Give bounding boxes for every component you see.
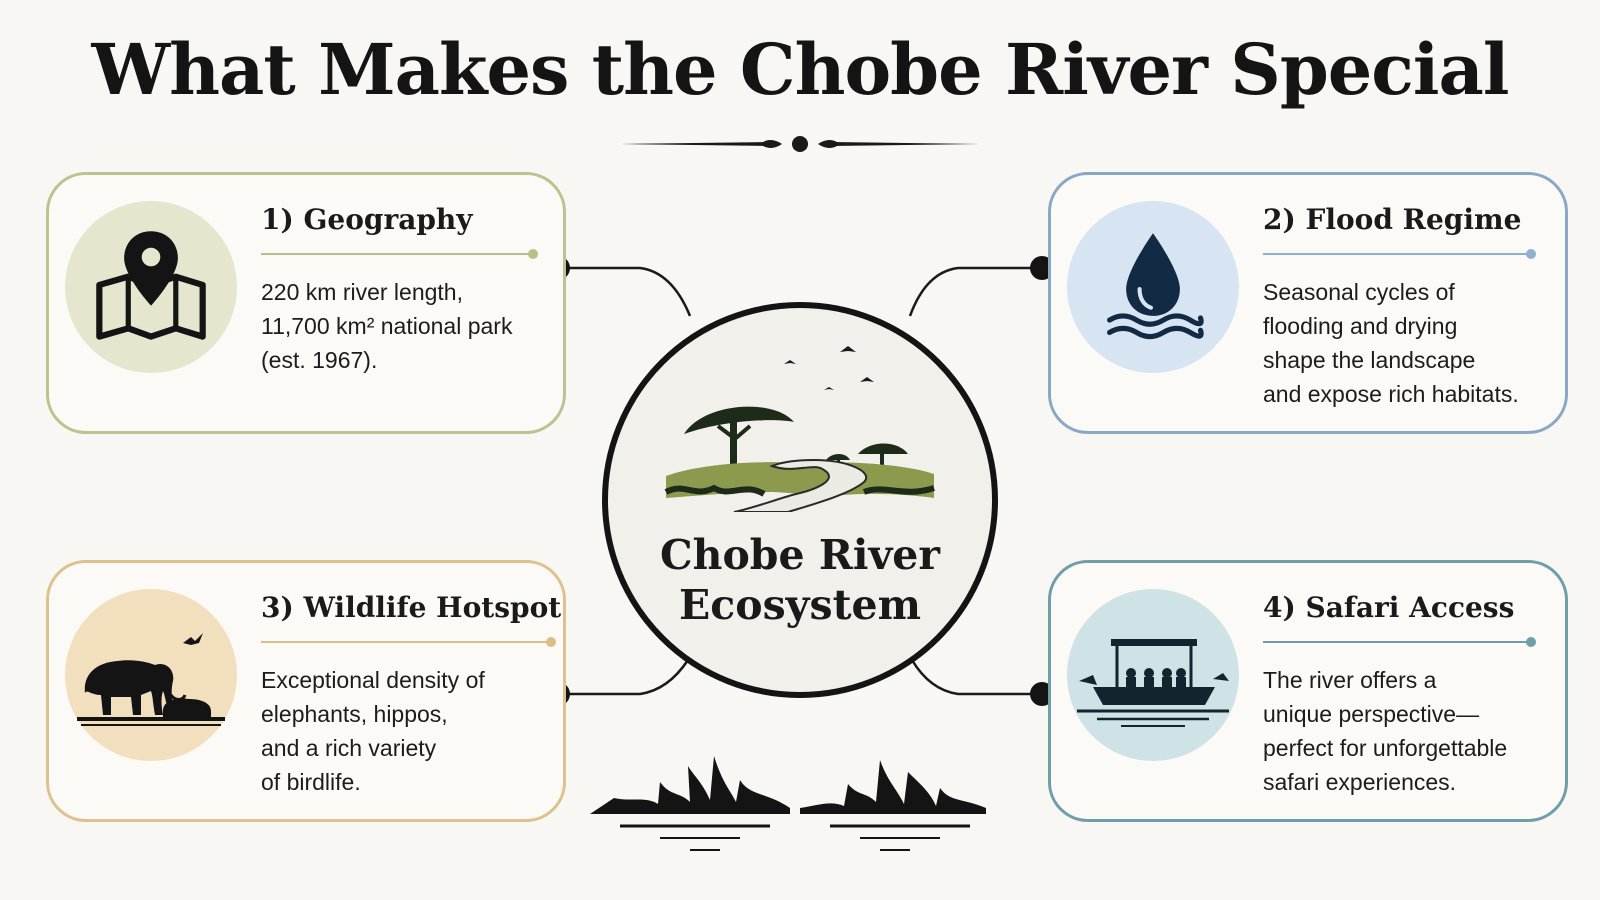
page-title: What Makes the Chobe River Special: [91, 28, 1510, 111]
heading-rule: [1263, 637, 1536, 647]
card-text: The river offers a unique perspective— p…: [1263, 667, 1508, 795]
ecosystem-hub: Chobe River Ecosystem: [602, 302, 998, 698]
savanna-river-illustration: [664, 346, 935, 512]
water-drop-icon: [1107, 233, 1204, 340]
heading-rule: [261, 249, 538, 259]
safari-boat-icon: [1077, 639, 1229, 727]
map-pin-icon: [96, 231, 206, 340]
card-text: Seasonal cycles of flooding and drying s…: [1263, 279, 1519, 407]
card-flood-regime: 2) Flood Regime Seasonal cycles of flood…: [1048, 172, 1568, 434]
geography-badge: [65, 201, 237, 373]
card-heading: 4) Safari Access: [1263, 591, 1515, 624]
card-text: 220 km river length, 11,700 km² national…: [261, 279, 513, 373]
reeds-reflection-illustration: [590, 756, 986, 851]
card-wildlife-hotspot: 3) Wildlife Hotspot Exceptional density …: [46, 560, 566, 822]
heading-rule: [1263, 249, 1536, 259]
elephant-hippo-icon: [77, 633, 225, 726]
hub-title: Chobe River Ecosystem: [660, 531, 940, 629]
card-heading: 2) Flood Regime: [1263, 203, 1522, 236]
heading-rule: [261, 637, 556, 647]
title-ornament: [620, 136, 980, 152]
safari-badge: [1067, 589, 1239, 761]
card-geography: 1) Geography 220 km river length, 11,700…: [46, 172, 566, 434]
card-safari-access: 4) Safari Access The river offers a uniq…: [1048, 560, 1568, 822]
wildlife-badge: [65, 589, 237, 761]
card-text: Exceptional density of elephants, hippos…: [261, 667, 485, 795]
flood-badge: [1067, 201, 1239, 373]
card-heading: 1) Geography: [261, 203, 473, 236]
card-heading: 3) Wildlife Hotspot: [261, 591, 562, 624]
